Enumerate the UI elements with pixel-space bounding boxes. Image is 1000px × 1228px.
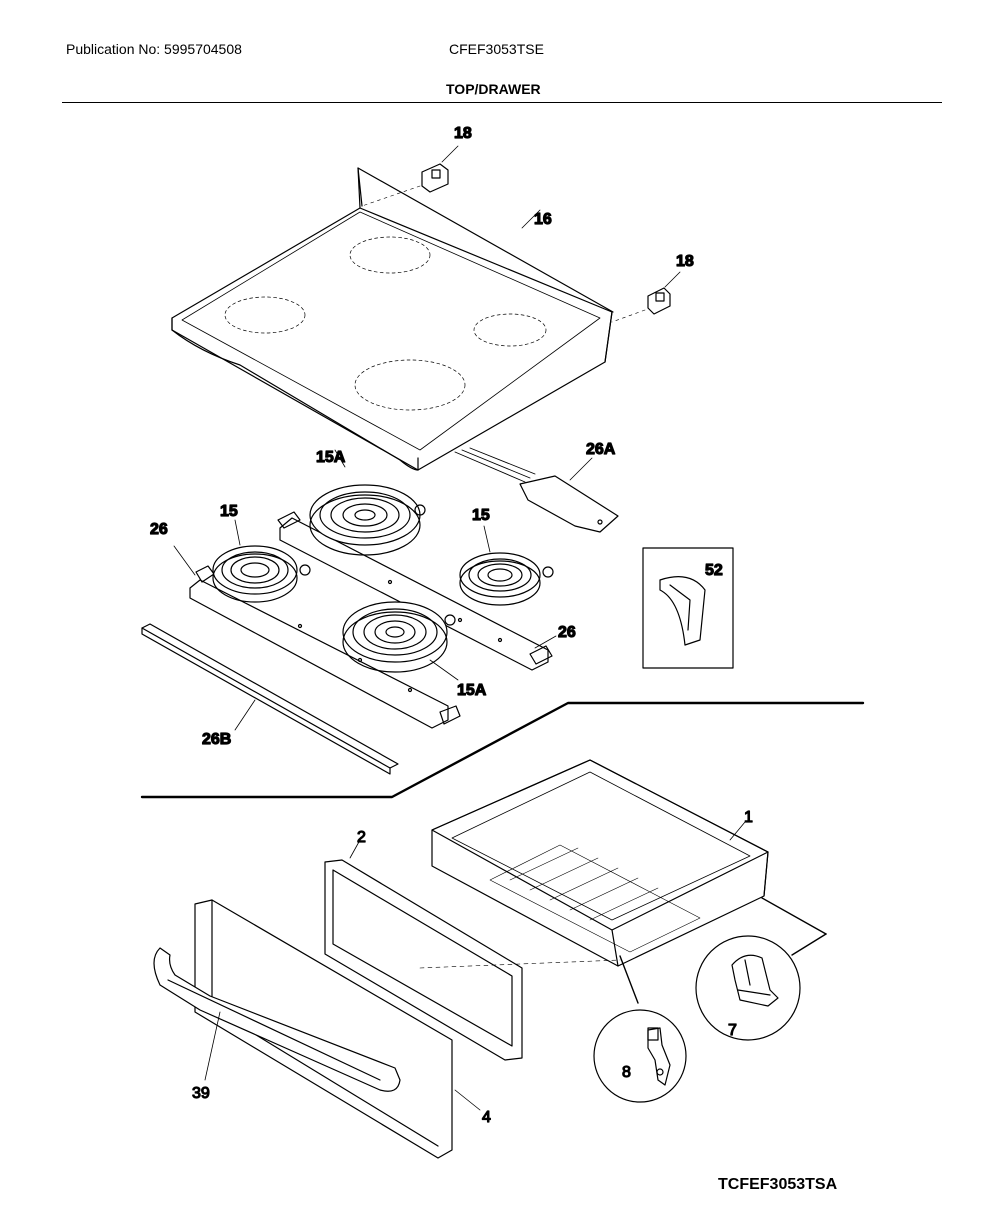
label-7: 7: [728, 1022, 737, 1039]
label-18-top: 18: [454, 125, 472, 142]
surface-element-15-right: [459, 525, 554, 606]
label-8: 8: [622, 1064, 631, 1081]
drawer-body-1: [431, 759, 827, 1004]
label-52: 52: [705, 562, 723, 579]
cooktop-glass: [171, 167, 614, 471]
part-52-inset-box: [642, 547, 734, 669]
label-2: 2: [357, 829, 366, 846]
label-15-left: 15: [220, 503, 238, 520]
publication-number: Publication No: 5995704508: [66, 41, 242, 57]
label-15-right: 15: [472, 507, 490, 524]
section-title: TOP/DRAWER: [446, 81, 541, 97]
label-39: 39: [192, 1085, 210, 1102]
trim-strip-26B: [141, 623, 399, 775]
label-16: 16: [534, 211, 552, 228]
drawer-frame-2: [324, 839, 621, 1061]
section-divider: [140, 701, 865, 799]
label-26A: 26A: [586, 441, 616, 458]
header-rule: [62, 102, 942, 103]
drawer-handle-39: [153, 947, 401, 1092]
label-4: 4: [482, 1109, 491, 1126]
part-7-inset-circle: [695, 935, 801, 1041]
label-26-left: 26: [150, 521, 168, 538]
bracket-18-top: [361, 145, 459, 207]
surface-element-15-left: [212, 519, 311, 603]
label-18-right: 18: [676, 253, 694, 270]
surface-element-15A-top: [309, 449, 426, 556]
surface-element-15A-bottom: [342, 601, 459, 681]
element-bracket-right: [277, 511, 557, 671]
element-bracket-left: [173, 545, 461, 729]
label-1: 1: [744, 809, 753, 826]
label-15A-bottom: 15A: [457, 682, 487, 699]
part-8-inset-circle: [593, 1009, 687, 1103]
bracket-18-right: [611, 271, 681, 323]
label-26B: 26B: [202, 731, 231, 748]
drawing-id: TCFEF3053TSA: [718, 1176, 838, 1193]
label-15A-top: 15A: [316, 449, 346, 466]
label-26-right: 26: [558, 624, 576, 641]
model-number: CFEF3053TSE: [449, 41, 544, 57]
wire-harness-26A: [454, 447, 619, 533]
